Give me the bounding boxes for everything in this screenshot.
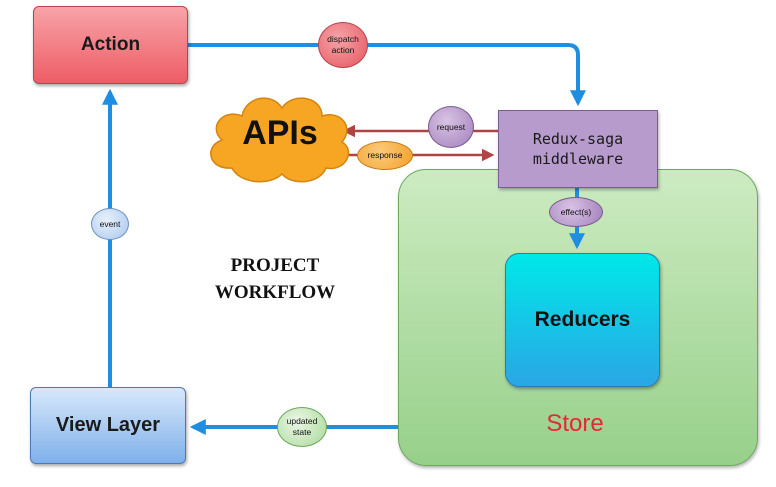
store-label: Store — [546, 410, 604, 437]
effects-badge: effect(s) — [549, 197, 603, 227]
dispatch-badge-line1: dispatch — [327, 34, 359, 44]
title-line1: PROJECT — [230, 255, 320, 276]
request-badge: request — [428, 106, 474, 148]
event-badge: event — [91, 208, 129, 240]
diagram-title: PROJECT WORKFLOW — [190, 252, 360, 306]
view-layer-node: View Layer — [30, 387, 186, 464]
redux-saga-node: Redux-saga middleware — [498, 110, 658, 188]
saga-label-line2: middleware — [532, 150, 624, 168]
view-layer-label: View Layer — [55, 414, 161, 436]
action-node: Action — [33, 6, 188, 84]
dispatch-action-badge: dispatch action — [318, 22, 368, 68]
updated-badge-line1: updated — [286, 416, 318, 426]
response-badge: response — [357, 141, 413, 170]
updated-badge-line2: state — [292, 427, 312, 437]
dispatch-badge-line2: action — [331, 45, 355, 55]
event-badge-label: event — [99, 218, 121, 229]
effects-badge-label: effect(s) — [560, 206, 592, 217]
action-label: Action — [80, 34, 141, 55]
apis-label: APIs — [242, 114, 318, 152]
reducers-label: Reducers — [534, 308, 631, 331]
updated-state-badge: updated state — [277, 407, 327, 447]
apis-cloud — [210, 97, 350, 183]
saga-label-line1: Redux-saga — [532, 130, 624, 148]
dispatch-arrow — [188, 43, 586, 107]
request-badge-label: request — [436, 121, 466, 132]
title-line2: WORKFLOW — [214, 282, 336, 303]
reducers-node: Reducers — [505, 253, 660, 387]
response-badge-label: response — [367, 150, 403, 160]
